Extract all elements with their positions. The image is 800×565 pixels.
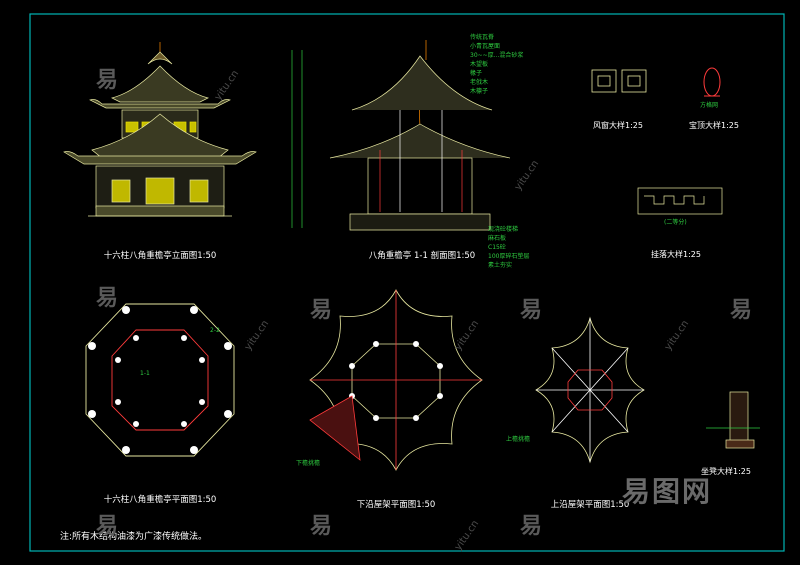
- watermark-8: 易: [96, 514, 119, 539]
- roof-label-lower: 下檐挑檐: [296, 460, 321, 467]
- callout-5: 老戗木: [470, 79, 489, 86]
- title-eave-board: 挂落大样1:25: [651, 249, 701, 259]
- watermark-2: 易: [96, 286, 119, 311]
- callout-b0: 现浇砼楼梯: [488, 226, 519, 233]
- eave-board-label: (二等分): [664, 219, 687, 226]
- plan-drawing: [85, 303, 235, 457]
- callout-b2: C15砼: [488, 244, 506, 251]
- callout-b3: 100厚碎石垫层: [488, 253, 530, 260]
- callout-2: 30~~厚...混合砂浆: [470, 52, 524, 59]
- finial-label: 方格网: [700, 102, 719, 109]
- callout-4: 椽子: [470, 70, 483, 77]
- watermark-3: 易: [310, 298, 333, 323]
- watermark-4: 易: [520, 298, 543, 323]
- finial-detail: [703, 67, 721, 97]
- watermark-7: 易: [520, 514, 543, 539]
- title-section: 八角重檐亭 1-1 剖面图1:50: [369, 250, 475, 261]
- title-plan: 十六柱八角重檐亭平面图1:50: [104, 494, 217, 505]
- site-logo: 易图网: [621, 475, 712, 508]
- title-railing: 坐凳大样1:25: [701, 466, 751, 476]
- watermark-5: 易: [730, 298, 753, 323]
- elevation-drawing: [63, 42, 257, 217]
- general-note: 注:所有木结构油漆为广漆传统做法。: [60, 532, 208, 542]
- lower-roof-drawing: [309, 289, 483, 471]
- roof-label-upper: 上檐挑檐: [506, 436, 531, 443]
- section-drawing: [291, 40, 511, 231]
- title-elevation: 十六柱八角重檐亭立面图1:50: [104, 250, 217, 261]
- callout-b1: 麻石板: [488, 235, 507, 242]
- title-upper-roof: 上沿屋架平面图1:50: [551, 500, 630, 510]
- callout-3: 木望板: [470, 61, 489, 68]
- title-window: 风窗大样1:25: [593, 120, 643, 130]
- title-finial: 宝顶大样1:25: [689, 120, 739, 130]
- callout-1: 小青瓦屋面: [470, 43, 501, 50]
- plan-label-a: 2-2: [210, 327, 220, 334]
- section-callouts-top: 传统瓦脊 小青瓦屋面 30~~厚...混合砂浆 木望板 椽子 老戗木 木檩子: [470, 32, 523, 95]
- callout-b4: 素土夯实: [488, 262, 513, 269]
- plan-label-b: 1-1: [140, 370, 150, 377]
- callout-6: 木檩子: [470, 88, 489, 95]
- sheet-border: [29, 13, 785, 552]
- upper-roof-drawing: [535, 316, 645, 464]
- callout-0: 传统瓦脊: [470, 34, 495, 41]
- window-detail: [591, 69, 647, 93]
- section-callouts-bottom: 现浇砼楼梯 麻石板 C15砼 100厚碎石垫层 素土夯实: [488, 224, 529, 269]
- watermark-6: 易: [310, 514, 333, 539]
- title-lower-roof: 下沿屋架平面图1:50: [357, 500, 436, 510]
- railing-detail: [706, 391, 760, 449]
- eave-board-detail: [637, 187, 723, 215]
- watermark-1: 易: [96, 68, 119, 93]
